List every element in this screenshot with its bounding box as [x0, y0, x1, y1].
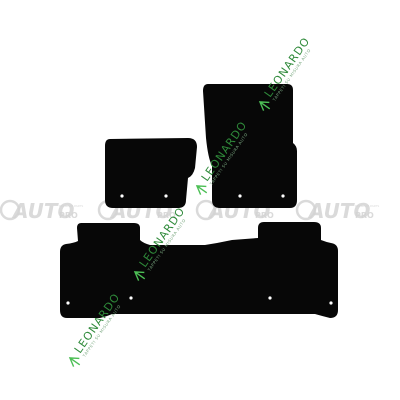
mat-grommet: [164, 194, 168, 198]
passenger-front-mat: [105, 138, 197, 208]
mat-grommet: [281, 194, 285, 198]
leonardo-logo-icon: [195, 185, 208, 195]
mat-grommet: [129, 296, 133, 300]
autopro-tagline: PREMIUM PARTS: [355, 204, 379, 208]
mat-grommet: [120, 194, 124, 198]
rear-mat: [60, 222, 338, 318]
autopro-wordmark-prefix: AUTO: [11, 199, 74, 223]
autopro-wordmark-prefix: AUTO: [307, 199, 370, 223]
leonardo-logo-icon: [68, 357, 81, 367]
autopro-logo-icon: [195, 199, 217, 221]
autopro-wordmark-suffix: PRO: [355, 211, 374, 220]
autopro-watermark: AUTO PRO PREMIUM PARTS: [0, 199, 83, 223]
mat-grommet: [238, 194, 242, 198]
autopro-watermark: AUTO PRO PREMIUM PARTS: [295, 199, 379, 223]
autopro-logo-icon: [295, 199, 317, 221]
mat-grommet: [268, 296, 272, 300]
driver-front-mat: [203, 84, 297, 208]
autopro-wordmark-suffix: PRO: [157, 211, 176, 220]
leonardo-logo-icon: [133, 271, 146, 281]
leonardo-logo-icon: [258, 101, 271, 111]
autopro-logo-icon: [0, 199, 21, 221]
autopro-watermark-row: AUTO PRO PREMIUM PARTS AUTO PRO PREMIUM …: [0, 199, 379, 223]
mat-grommet: [329, 301, 333, 305]
autopro-tagline: PREMIUM PARTS: [59, 204, 83, 208]
autopro-wordmark-suffix: PRO: [59, 211, 78, 220]
mat-grommet: [66, 301, 70, 305]
autopro-wordmark-suffix: PRO: [255, 211, 274, 220]
